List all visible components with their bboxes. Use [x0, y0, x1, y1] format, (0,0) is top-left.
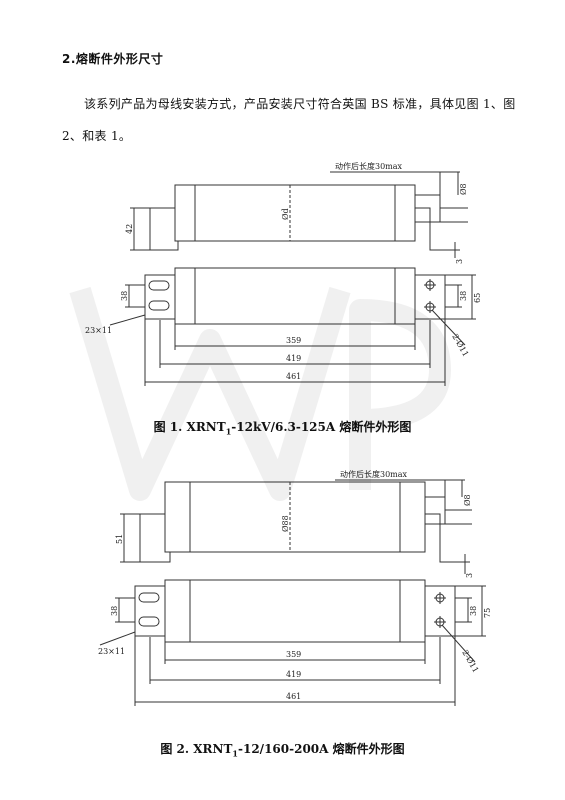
- fig2-38-right-label: 38: [469, 606, 478, 616]
- fig2-length-419: 419: [286, 670, 301, 679]
- fig1-height-42-label: 42: [125, 224, 134, 234]
- figure-2-caption: 图 2. XRNT1-12/160-200A 熔断件外形图: [160, 742, 405, 759]
- fig2-length-359: 359: [286, 650, 301, 659]
- fig1-hole-label: 2-Ø11: [450, 333, 470, 359]
- fig1-action-length-label: 动作后长度30max: [335, 161, 403, 171]
- figure-1-drawing: 动作后长度30max Ø8 Ød 42 3 38 38 65 23×11 2-Ø…: [85, 161, 482, 386]
- fig2-hole-label: 2-Ø11: [460, 649, 480, 675]
- intro-paragraph: 该系列产品为母线安装方式，产品安装尺寸符合英国 BS 标准，具体见图 1、图 2…: [62, 97, 516, 143]
- fig1-width-65-label: 65: [473, 293, 482, 303]
- fig1-diameter-label: Ød: [281, 208, 290, 220]
- fig2-d8-label: Ø8: [463, 494, 472, 506]
- fig1-gap-3-label: 3: [455, 259, 464, 264]
- fig1-d8-label: Ø8: [459, 183, 468, 195]
- fig1-38-left-label: 38: [120, 291, 129, 301]
- fig2-width-75-label: 75: [483, 608, 492, 618]
- fig2-diameter-label: Ø88: [281, 515, 290, 532]
- fig2-38-left-label: 38: [110, 606, 119, 616]
- fig2-action-length-label: 动作后长度30max: [340, 469, 408, 479]
- fig2-gap-3-label: 3: [465, 573, 474, 578]
- fig2-slot-label: 23×11: [98, 647, 125, 656]
- fig1-length-419: 419: [286, 354, 301, 363]
- fig1-length-359: 359: [286, 336, 301, 345]
- figure-2-drawing: 动作后长度30max Ø8 Ø88 51 3 38 38 75 23×11 2-…: [98, 469, 492, 706]
- fig2-height-51-label: 51: [115, 534, 124, 544]
- figure-1-caption: 图 1. XRNT1-12kV/6.3-125A 熔断件外形图: [153, 420, 412, 437]
- fig1-slot-label: 23×11: [85, 326, 112, 335]
- section-title: 2.熔断件外形尺寸: [62, 52, 164, 66]
- fig1-38-right-label: 38: [459, 291, 468, 301]
- fig2-length-461: 461: [286, 692, 301, 701]
- fig1-length-461: 461: [286, 372, 301, 381]
